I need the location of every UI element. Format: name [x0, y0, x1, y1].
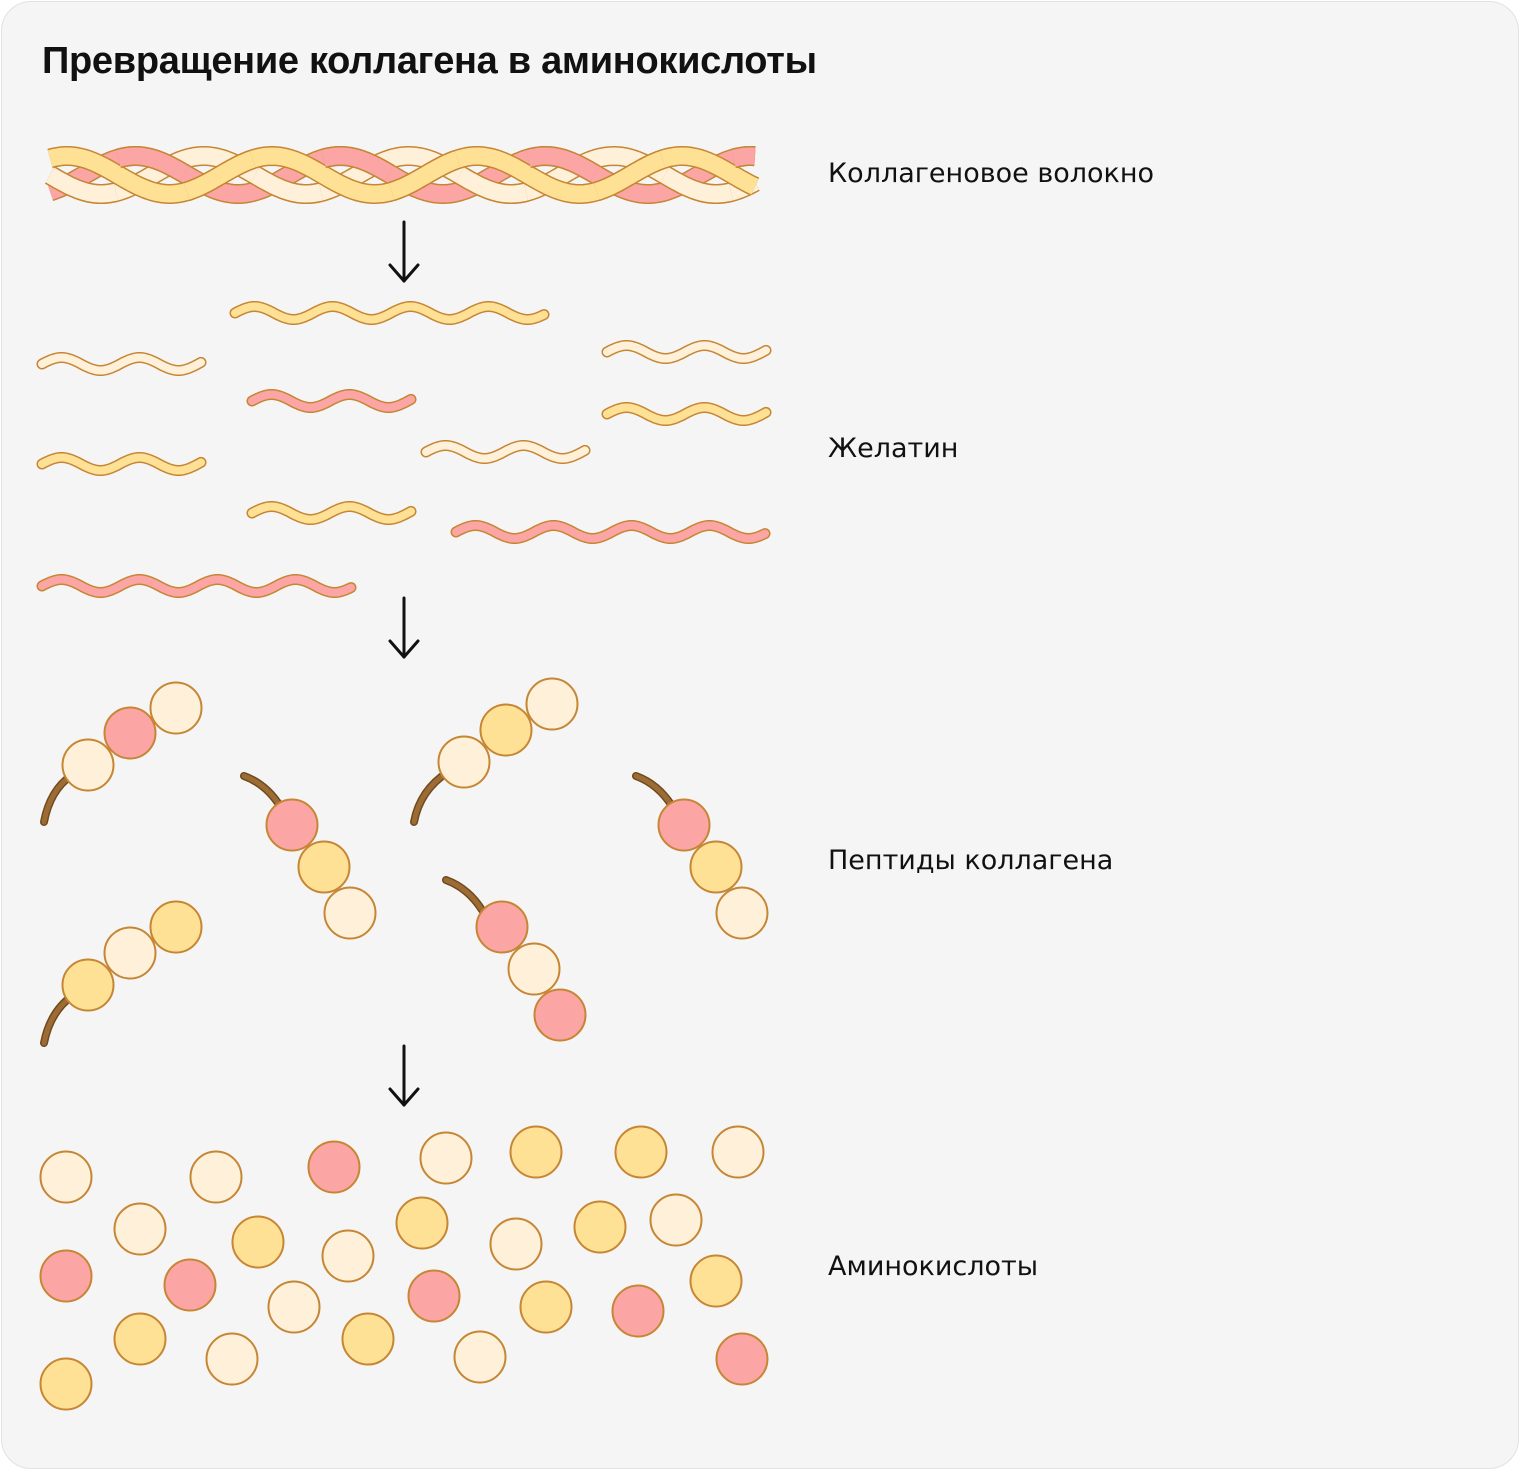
- gelatin-strand-4: [246, 389, 417, 413]
- amino-acid-dot: [611, 1284, 665, 1338]
- amino-acid-dot: [715, 1332, 769, 1386]
- amino-acid-dot: [395, 1196, 449, 1250]
- label-collagen-peptides: Пептиды коллагена: [828, 845, 1114, 876]
- peptide-bead: [689, 840, 743, 894]
- amino-acid-dot: [321, 1229, 375, 1283]
- peptide-tail: [40, 992, 76, 1047]
- peptide-bead: [533, 988, 587, 1042]
- amino-acid-dot: [39, 1150, 93, 1204]
- fiber-strand-1-front: [248, 166, 328, 204]
- gelatin-illustration: [36, 301, 772, 598]
- arrows-group: [388, 220, 420, 1107]
- diagram-title: Превращение коллагена в аминокислоты: [42, 40, 817, 82]
- gelatin-strand-5: [601, 402, 772, 426]
- amino-acid-dot: [163, 1258, 217, 1312]
- peptide-chain: [40, 681, 203, 826]
- peptide-bead: [103, 926, 157, 980]
- amino-acid-dot: [489, 1217, 543, 1271]
- peptides-illustration: [40, 677, 769, 1047]
- gelatin-strand-3: [601, 340, 772, 364]
- amino-acid-dot: [205, 1332, 259, 1386]
- peptide-tail: [240, 772, 284, 810]
- peptide-bead: [507, 942, 561, 996]
- amino-acid-dot: [519, 1280, 573, 1334]
- fiber-strand-2-front: [726, 146, 762, 169]
- peptide-bead: [297, 840, 351, 894]
- amino-acid-dot: [39, 1249, 93, 1303]
- fiber-strand-2-front: [521, 146, 602, 183]
- amino-acid-dot: [689, 1254, 743, 1308]
- peptide-bead: [61, 958, 115, 1012]
- amino-acid-dot: [509, 1125, 563, 1179]
- amino-acids-illustration: [39, 1125, 769, 1411]
- fiber-strand-3-front: [384, 149, 465, 201]
- label-collagen-fiber: Коллагеновое волокно: [828, 158, 1155, 189]
- peptide-chain: [40, 900, 203, 1047]
- label-gelatin: Желатин: [828, 433, 959, 464]
- peptide-chain: [442, 876, 587, 1042]
- peptide-tail: [410, 768, 452, 826]
- amino-acid-dot: [453, 1330, 507, 1384]
- peptide-bead: [103, 706, 157, 760]
- peptide-bead: [149, 681, 203, 735]
- down-arrow-icon: [388, 596, 420, 659]
- amino-acid-dot: [341, 1312, 395, 1366]
- peptide-bead: [657, 798, 711, 852]
- fiber-strand-1-front: [453, 166, 533, 204]
- amino-acid-dot: [231, 1215, 285, 1269]
- peptide-bead: [475, 900, 529, 954]
- peptide-chain: [240, 772, 377, 940]
- gelatin-strand-8: [246, 501, 417, 525]
- amino-acid-dot: [113, 1202, 167, 1256]
- amino-acid-dot: [189, 1150, 243, 1204]
- down-arrow-icon: [388, 1044, 420, 1107]
- label-amino-acids: Аминокислоты: [828, 1251, 1039, 1282]
- peptide-chain: [410, 677, 579, 826]
- gelatin-strand-2: [36, 352, 207, 376]
- gelatin-strand-1: [229, 301, 550, 325]
- amino-acid-dot: [419, 1131, 473, 1185]
- down-arrow-icon: [388, 220, 420, 283]
- fiber-strand-1-front: [43, 166, 123, 204]
- amino-acid-dot: [711, 1125, 765, 1179]
- gelatin-strand-7: [420, 440, 591, 464]
- amino-acid-dot: [39, 1357, 93, 1411]
- collagen-fiber-illustration: [43, 146, 762, 204]
- fiber-strand-2-front: [316, 146, 397, 183]
- peptide-bead: [715, 886, 769, 940]
- peptide-bead: [437, 735, 491, 789]
- amino-acid-dot: [267, 1280, 321, 1334]
- amino-acid-dot: [113, 1312, 167, 1366]
- peptide-bead: [265, 798, 319, 852]
- peptide-chain: [632, 772, 769, 940]
- gelatin-strand-10: [36, 574, 357, 598]
- peptide-bead: [61, 738, 115, 792]
- amino-acid-dot: [614, 1125, 668, 1179]
- fiber-strand-3-front: [589, 149, 670, 201]
- peptide-bead: [525, 677, 579, 731]
- amino-acid-dot: [407, 1269, 461, 1323]
- amino-acid-dot: [649, 1193, 703, 1247]
- gelatin-strand-9: [450, 520, 771, 544]
- fiber-strand-2-front: [111, 146, 192, 183]
- amino-acid-dot: [573, 1200, 627, 1254]
- peptide-tail: [442, 876, 486, 914]
- fiber-strand-1-front: [658, 166, 738, 204]
- peptide-bead: [323, 886, 377, 940]
- fiber-strand-3-front: [179, 149, 260, 201]
- peptide-bead: [149, 900, 203, 954]
- peptide-bead: [479, 703, 533, 757]
- amino-acid-dot: [307, 1140, 361, 1194]
- gelatin-strand-6: [36, 452, 207, 476]
- peptide-tail: [632, 772, 676, 810]
